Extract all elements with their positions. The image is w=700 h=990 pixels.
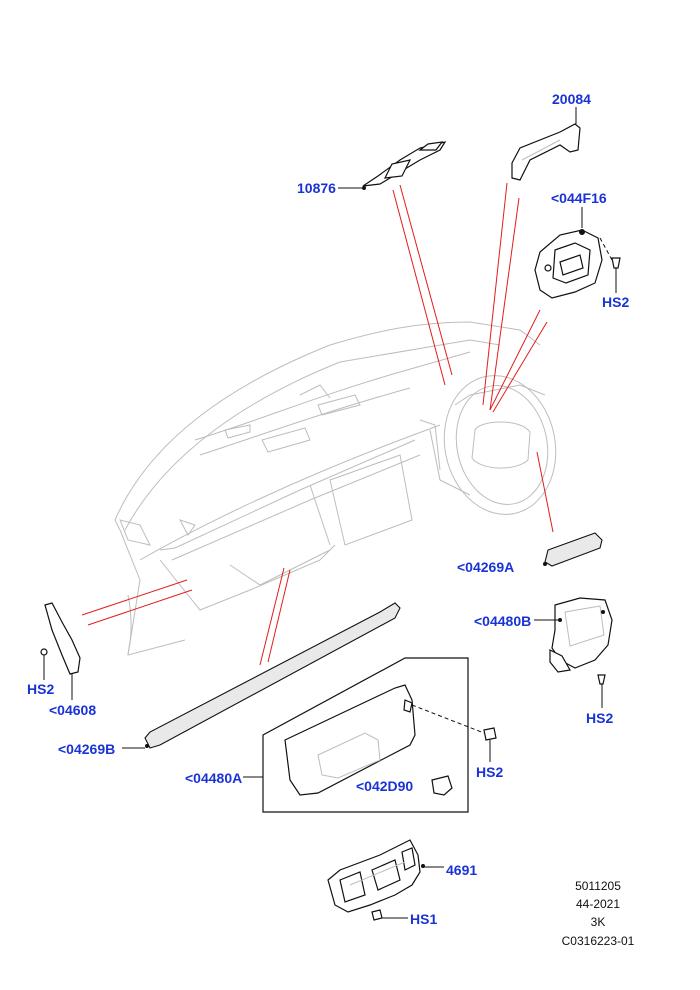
callout-04269B: <04269B	[58, 741, 115, 757]
callout-04480A: <04480A	[185, 770, 242, 786]
footer-line-3: 3K	[591, 915, 606, 929]
callout-04608: <04608	[49, 702, 96, 718]
footer-line-4: C0316223-01	[562, 934, 635, 948]
callout-10876: 10876	[297, 180, 336, 196]
part-042D90-clip	[431, 775, 453, 796]
part-04480B-cover	[549, 597, 613, 685]
part-10876-bracket	[362, 141, 447, 190]
callout-hs2-top: HS2	[602, 294, 629, 310]
callout-04269A: <04269A	[457, 559, 514, 575]
callout-hs2-mid: HS2	[476, 764, 503, 780]
part-20084-trim	[511, 123, 581, 181]
part-04480A-glovebox-lid	[284, 684, 416, 796]
callout-hs2-right: HS2	[586, 710, 613, 726]
footer-line-2: 44-2021	[576, 897, 620, 911]
reference-lines	[81, 182, 554, 666]
callout-hs1: HS1	[410, 911, 437, 927]
part-04269B-strip	[144, 602, 401, 749]
footer-line-1: 5011205	[575, 879, 621, 893]
callout-04480B: <04480B	[474, 613, 531, 629]
fastener-dashed-line	[411, 704, 485, 734]
part-044F16-switch-pack	[534, 229, 621, 299]
part-4691-bracket	[327, 839, 425, 921]
part-04608-pillar-trim	[40, 602, 81, 675]
callout-hs2-left: HS2	[27, 681, 54, 697]
dashboard-outline	[114, 321, 557, 656]
callout-042D90: <042D90	[356, 778, 413, 794]
hs2-mid-screw	[483, 727, 497, 762]
callout-20084: 20084	[552, 91, 591, 107]
callout-044F16: <044F16	[551, 190, 607, 206]
callout-4691: 4691	[446, 862, 477, 878]
inset-box	[262, 657, 469, 813]
part-04269A-panel	[543, 532, 603, 567]
